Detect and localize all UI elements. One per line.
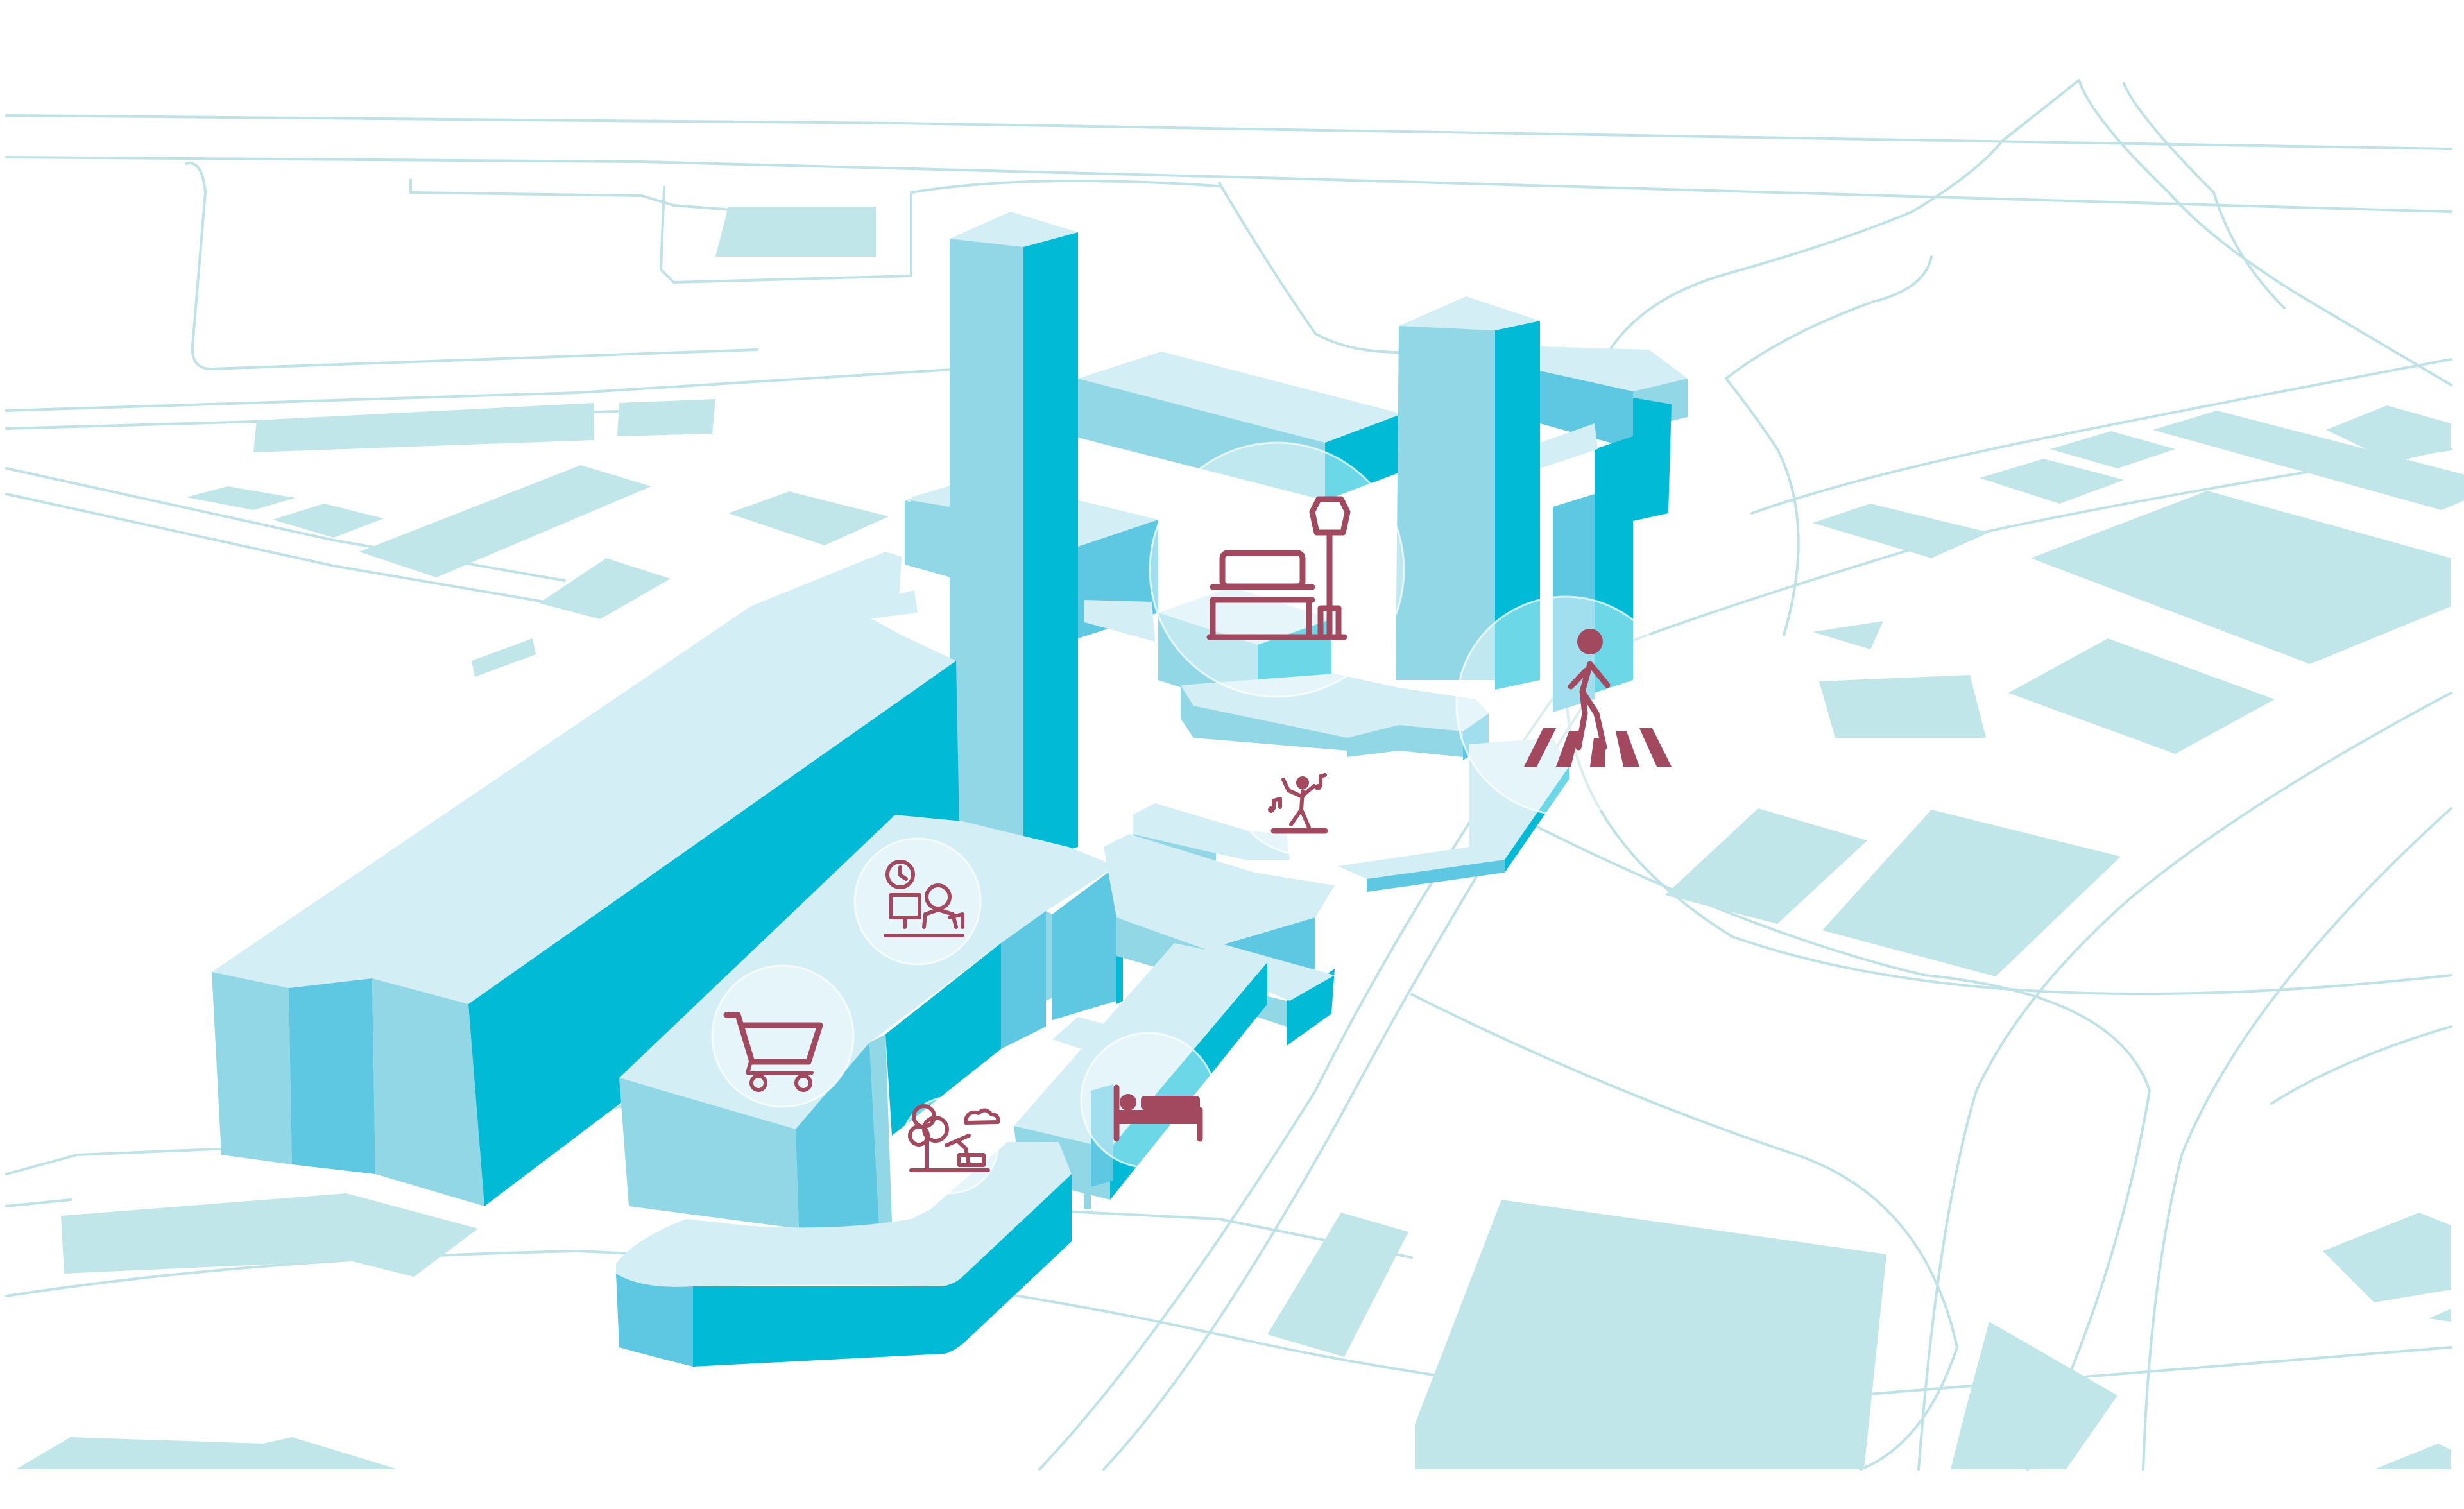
building-office-retail bbox=[619, 815, 1123, 1229]
building-front-curved bbox=[616, 1142, 1072, 1367]
buildings bbox=[212, 212, 1688, 1367]
park-trees-bench-icon bbox=[900, 1096, 1000, 1195]
tower-center bbox=[911, 212, 1078, 863]
office-worker-clock-icon bbox=[853, 837, 982, 966]
bed-hotel-icon bbox=[1080, 1032, 1217, 1169]
tower-right bbox=[1396, 296, 1688, 712]
pedestrian-crossing-icon bbox=[1455, 595, 1676, 816]
shopping-cart-icon bbox=[711, 964, 855, 1108]
ground-blocks bbox=[16, 207, 2464, 1469]
dancer-music-icon bbox=[1240, 759, 1390, 858]
park-bench-streetlamp-icon bbox=[1149, 441, 1405, 698]
building-west-slab bbox=[212, 552, 959, 1206]
